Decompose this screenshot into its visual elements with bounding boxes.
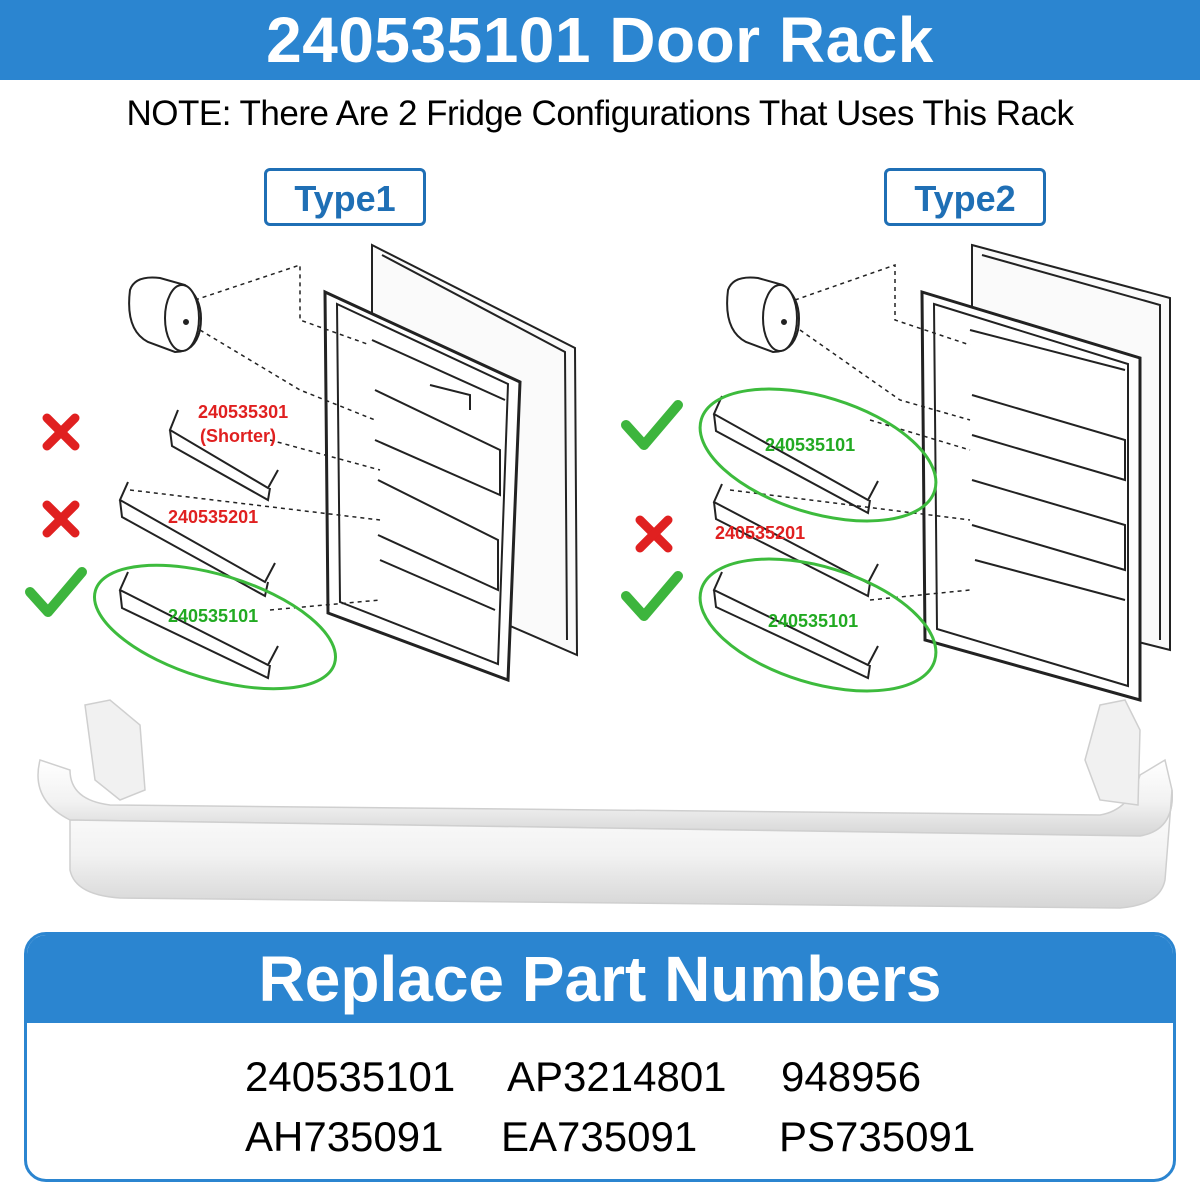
type1-dairy-cover [128,276,202,354]
type1-rack-1-note: (Shorter) [200,426,276,446]
part-number: 240535101 [245,1053,456,1100]
page-header: 240535101 Door Rack [0,0,1200,80]
type2-highlight-ring-top [698,387,938,523]
type1-rack-3-shape [118,571,279,680]
part-number: EA735091 [501,1113,698,1160]
type2-rack-1-shape [712,395,879,515]
type2-highlight-ring-bottom [698,557,938,693]
type1-rack-1-shape [168,409,279,502]
type1-rack-2-part: 240535201 [168,507,258,527]
type2-rack-3-part: 240535101 [768,611,858,631]
part-number: 948956 [781,1053,922,1100]
type1-rack-2-marker [42,500,80,538]
type1-rack-1-part: 240535301 [198,402,288,422]
part-number: AH735091 [245,1113,444,1160]
type1-rack-3-marker [25,567,87,617]
type2-rack-3-marker [621,571,683,621]
door-rack-product-image [37,699,1173,909]
type1-rack-1-marker [42,413,80,451]
type2-rack-3-shape [712,571,879,680]
page-title: 240535101 Door Rack [266,4,934,76]
type1-rack-2-shape [118,481,276,598]
type2-fridge-door [729,243,1171,702]
type1-fridge-door [129,243,579,683]
replace-part-numbers-panel: Replace Part Numbers 240535101 AP3214801… [24,932,1176,1182]
type2-rack-1-part: 240535101 [765,435,855,455]
fridge-door-illustration: 240535301 (Shorter) 240535201 240535101 [25,243,1173,909]
type1-highlight-ring [92,563,338,691]
type1-badge: Type1 [264,168,426,226]
part-number: AP3214801 [507,1053,727,1100]
type2-rack-2-marker [635,515,673,553]
type2-badge: Type2 [884,168,1046,226]
type2-dairy-cover [726,276,800,354]
type2-rack-2-part: 240535201 [715,523,805,543]
part-number: PS735091 [779,1113,976,1160]
type2-rack-1-marker [621,400,683,450]
type2-rack-2-shape [712,483,879,598]
configuration-note: NOTE: There Are 2 Fridge Configurations … [126,94,1074,133]
replace-panel-title: Replace Part Numbers [27,935,1173,1023]
type1-rack-3-part: 240535101 [168,606,258,626]
